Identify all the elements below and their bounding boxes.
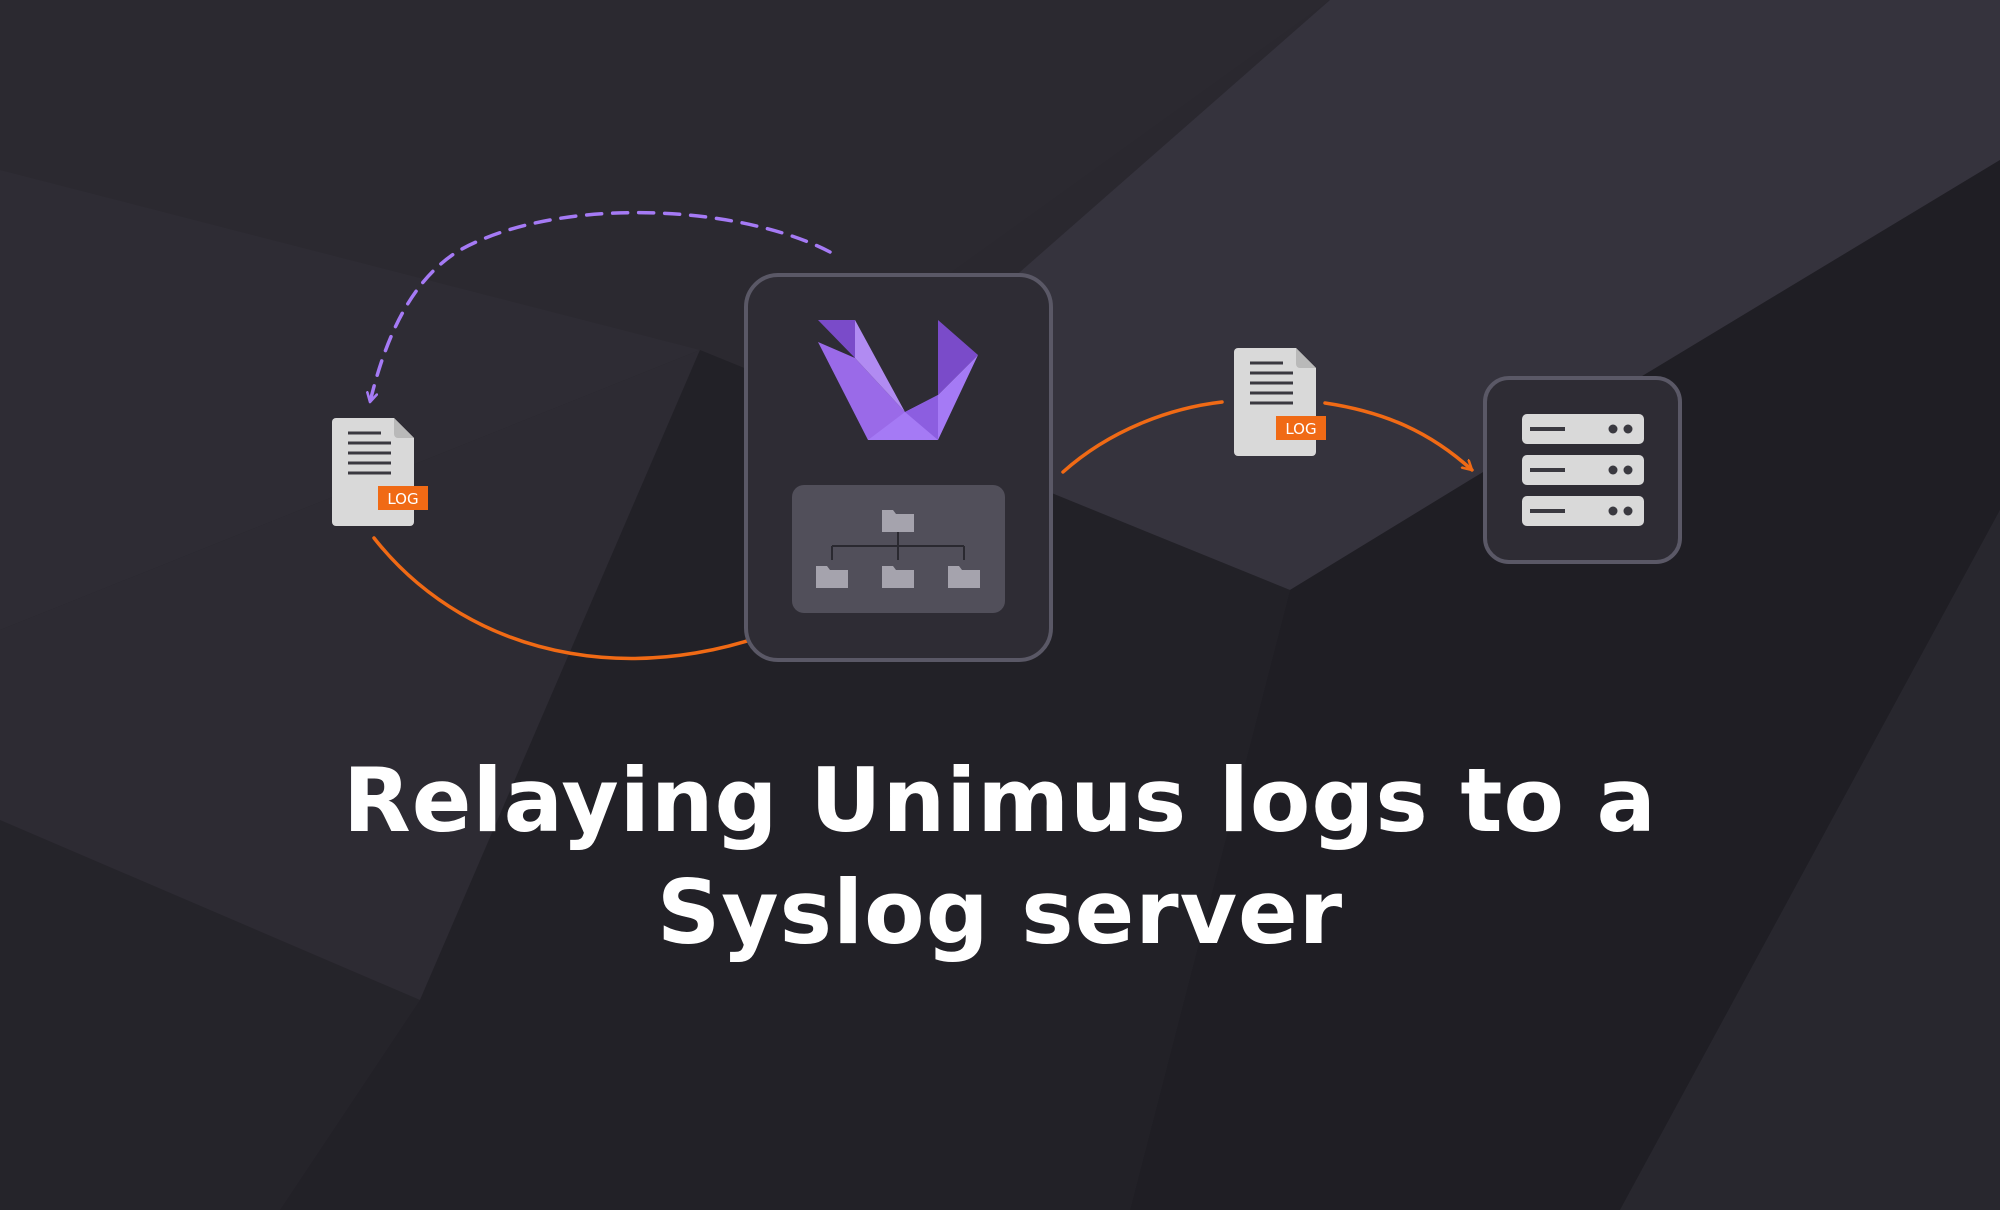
unimus-panel — [744, 273, 1053, 662]
log-file-icon-left: LOG — [332, 418, 428, 526]
log-file-icon-middle: LOG — [1234, 348, 1326, 456]
page-title: Relaying Unimus logs to a Syslog server — [0, 745, 2000, 969]
unimus-to-log-arrow — [1061, 400, 1224, 474]
title-line-2: Syslog server — [656, 861, 1344, 964]
server-rack-icon — [1483, 376, 1682, 564]
folder-tree-icon — [792, 485, 1005, 613]
log-badge-left: LOG — [387, 490, 418, 508]
log-to-server-arrow — [1323, 401, 1474, 472]
return-arrow-dashed — [370, 210, 832, 404]
log-badge-middle: LOG — [1285, 420, 1316, 438]
unimus-logo-icon — [818, 320, 978, 440]
title-line-1: Relaying Unimus logs to a — [343, 749, 1657, 852]
